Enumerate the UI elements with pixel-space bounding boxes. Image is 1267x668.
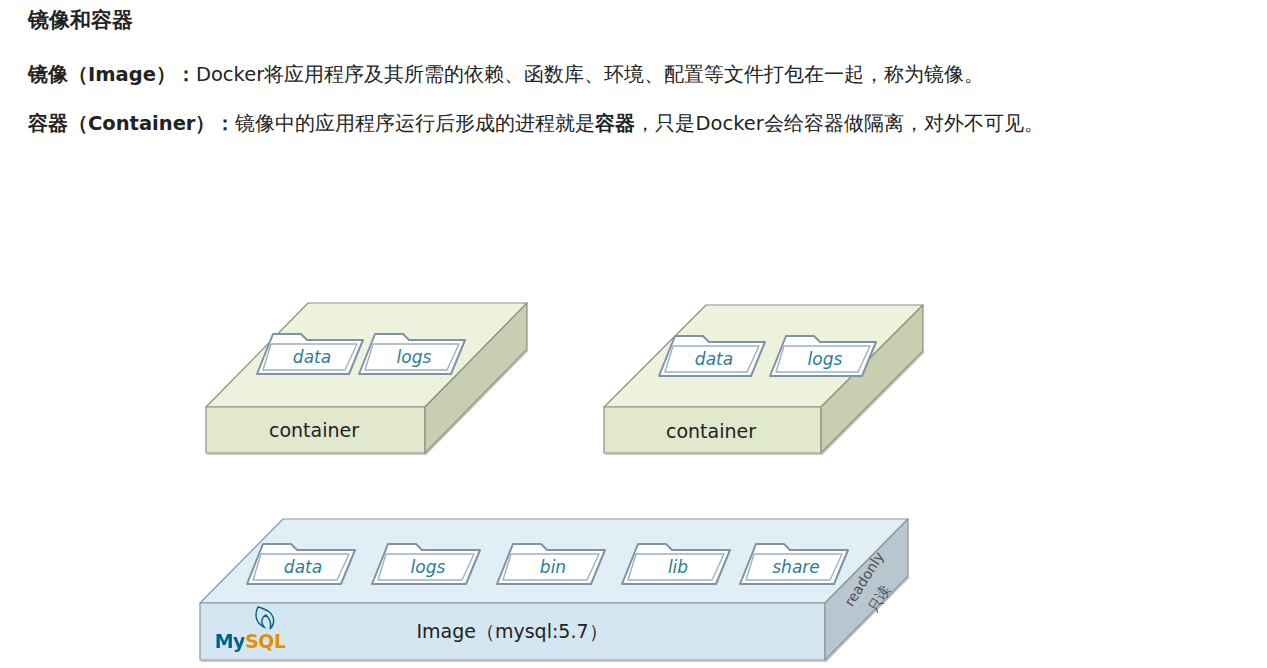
- folder-icon: logs: [357, 330, 467, 376]
- container-label: container: [666, 420, 756, 442]
- description-text: 镜像中的应用程序运行后形成的进程就是: [235, 112, 595, 135]
- description-text: ，只是Docker会给容器做隔离，对外不可见。: [635, 112, 1043, 135]
- folder-front: [365, 344, 459, 370]
- folder-back: [770, 336, 876, 376]
- folder-front: [503, 554, 599, 580]
- image-slab: Image（mysql:5.7）MySQLreadonly只读datalogsb…: [200, 519, 908, 660]
- folder-back: [247, 544, 355, 584]
- folder-back: [372, 544, 480, 584]
- slab-top-face: [200, 519, 908, 603]
- slab-front-face: [200, 603, 825, 660]
- slab-shadow: [605, 352, 924, 454]
- folder-back: [740, 544, 848, 584]
- slab-outline: [206, 303, 529, 455]
- folder-icon: logs: [370, 540, 482, 586]
- slab-front-face: [206, 407, 425, 453]
- folder-back: [497, 544, 605, 584]
- folder-label: data: [695, 349, 733, 369]
- folder-label: lib: [668, 557, 688, 577]
- folder-front: [776, 346, 870, 372]
- folder-label: logs: [397, 347, 432, 367]
- folder-icon: lib: [620, 540, 732, 586]
- folder-icon: share: [738, 540, 850, 586]
- folder-icon: data: [245, 540, 357, 586]
- mysql-dolphin: [256, 607, 274, 629]
- paragraph: 镜像（Image）：Docker将应用程序及其所需的依赖、函数库、环境、配置等文…: [28, 62, 1253, 87]
- folder-label: logs: [808, 349, 843, 369]
- folder-label: data: [293, 347, 331, 367]
- folder-icon: bin: [495, 540, 607, 586]
- image-label: Image（mysql:5.7）: [416, 619, 607, 645]
- folder-icon: data: [657, 332, 767, 378]
- folder-back: [622, 544, 730, 584]
- folder-icon: data: [255, 330, 365, 376]
- folder-front: [628, 554, 724, 580]
- heading: 镜像和容器: [28, 6, 133, 34]
- bold-term: 容器（Container）：: [28, 112, 235, 135]
- container-slab: container data logs: [206, 303, 527, 453]
- slab-side-face: [425, 303, 527, 453]
- bold-term: 容器: [595, 112, 635, 135]
- slab-shadow: [201, 577, 909, 661]
- slab-front-face: [604, 407, 821, 453]
- slab-side-face: [825, 519, 908, 660]
- bold-term: 镜像（Image）：: [28, 63, 196, 86]
- folder-front: [746, 554, 842, 580]
- folder-front: [378, 554, 474, 580]
- folder-back: [659, 336, 765, 376]
- slab-side-face: [821, 305, 923, 453]
- paragraph: 容器（Container）：镜像中的应用程序运行后形成的进程就是容器，只是Doc…: [28, 111, 1253, 136]
- slab-outline: [604, 305, 925, 455]
- folder-icon: logs: [768, 332, 878, 378]
- container-label: container: [269, 419, 359, 441]
- folder-label: logs: [411, 557, 446, 577]
- folder-label: bin: [540, 557, 566, 577]
- folder-front: [665, 346, 759, 372]
- folder-back: [257, 334, 363, 374]
- folder-front: [263, 344, 357, 370]
- folder-front: [253, 554, 349, 580]
- folder-label: data: [284, 557, 322, 577]
- container-slab: container data logs: [604, 305, 923, 453]
- mysql-logo-text: MySQL: [215, 630, 286, 652]
- folder-back: [359, 334, 465, 374]
- folder-label: share: [772, 557, 820, 577]
- description-text: Docker将应用程序及其所需的依赖、函数库、环境、配置等文件打包在一起，称为镜…: [196, 63, 984, 86]
